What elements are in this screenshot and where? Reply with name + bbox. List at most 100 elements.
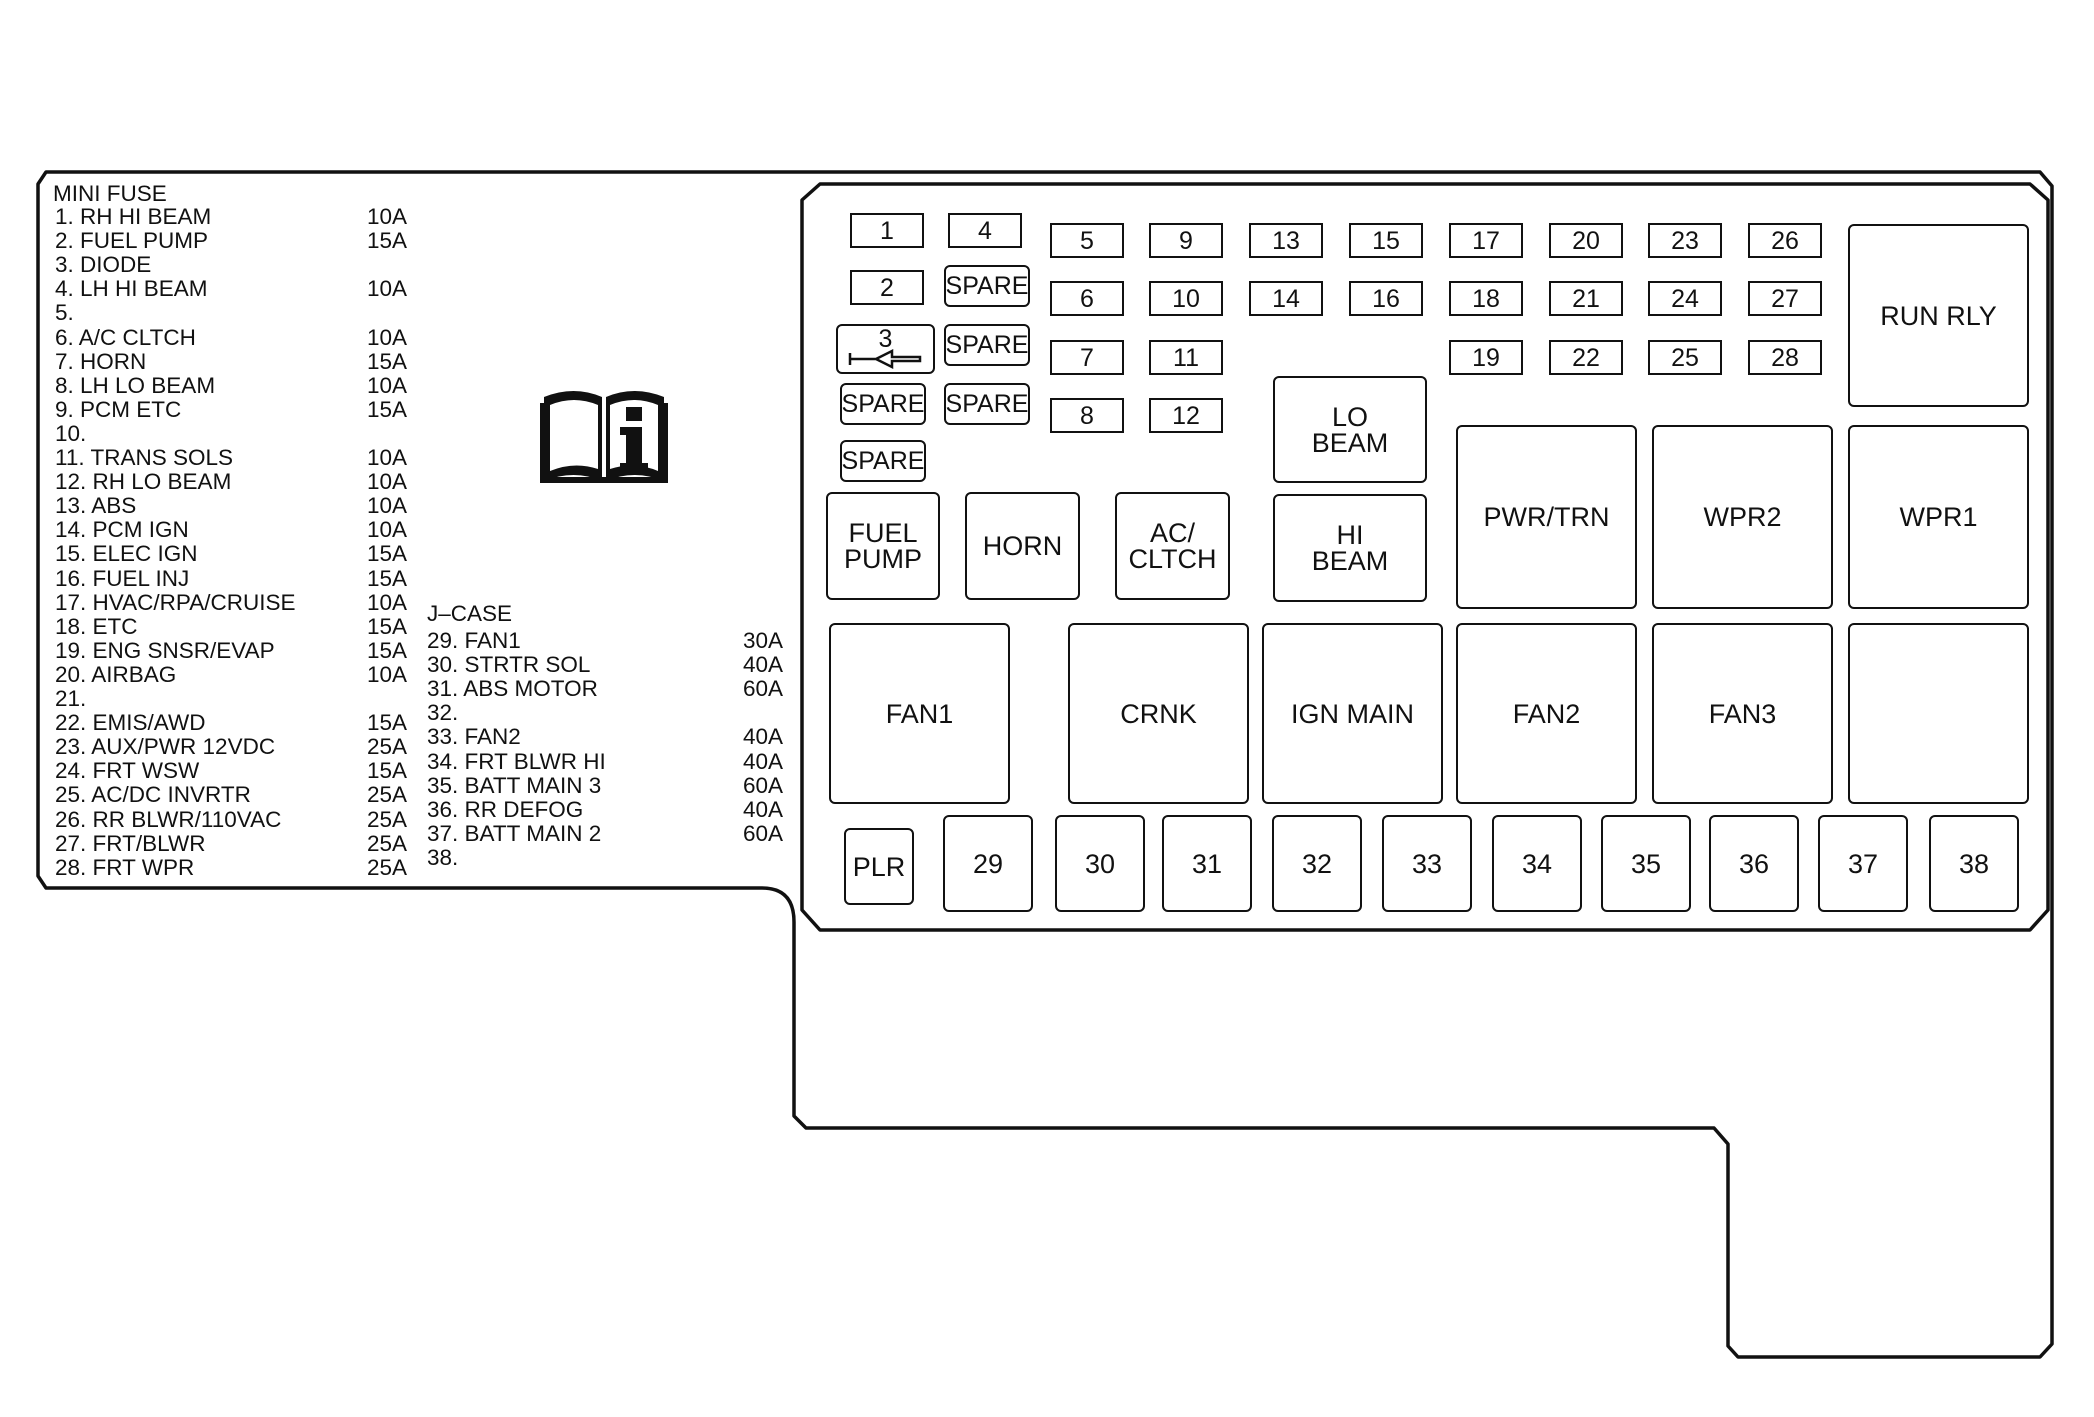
mini-fuse-legend-item-amperage: 15A	[367, 541, 408, 567]
diode-arrow-icon	[848, 349, 921, 369]
jcase-legend-item-label: 31. ABS MOTOR	[427, 676, 598, 702]
mini-fuse-13-label: 13	[1272, 226, 1300, 255]
relay-horn-label: HORN	[982, 531, 1063, 561]
mini-fuse-legend-item-label: 22. EMIS/AWD	[55, 710, 206, 736]
mini-fuse-legend-item-label: 15. ELEC IGN	[55, 541, 198, 567]
jcase-legend-item-label: 30. STRTR SOL	[427, 652, 591, 678]
mini-fuse-11-label: 11	[1173, 343, 1199, 372]
mini-fuse-12-label: 12	[1172, 401, 1200, 430]
mini-fuse-13: 13	[1249, 223, 1323, 258]
relay-lo-beam-label: LO BEAM	[1311, 401, 1389, 458]
mini-fuse-legend-item-amperage: 25A	[367, 782, 408, 808]
jcase-legend-item-amperage: 40A	[743, 796, 784, 822]
relay-empty-slot	[1848, 623, 2029, 804]
jcase-legend-item-label: 34. FRT BLWR HI	[427, 748, 606, 774]
mini-fuse-legend-item-label: 5.	[55, 300, 74, 326]
mini-fuse-legend-item-label: 9. PCM ETC	[55, 396, 182, 422]
relay-fan1-label: FAN1	[885, 698, 954, 729]
mini-fuse-26-label: 26	[1771, 226, 1799, 255]
mini-fuse-legend-item-label: 18. ETC	[55, 613, 138, 639]
mini-fuse-1: 1	[850, 213, 924, 248]
jcase-fuse-29-label: 29	[972, 848, 1004, 879]
jcase-fuse-37: 37	[1818, 815, 1908, 912]
mini-fuse-23-label: 23	[1671, 226, 1699, 255]
mini-fuse-legend-item-label: 25. AC/DC INVRTR	[55, 782, 251, 808]
jcase-legend-item-amperage: 40A	[743, 652, 784, 678]
mini-fuse-17-label: 17	[1472, 226, 1500, 255]
mini-fuse-16-label: 16	[1372, 284, 1400, 313]
relay-wpr1: WPR1	[1848, 425, 2029, 609]
mini-fuse-12: 12	[1149, 398, 1223, 433]
mini-fuse-14-label: 14	[1272, 284, 1300, 313]
mini-fuse-legend-item-amperage: 10A	[367, 469, 408, 495]
mini-fuse-26: 26	[1748, 223, 1822, 258]
fuse-puller: PLR	[844, 828, 914, 905]
relay-ac-cltch: AC/ CLTCH	[1115, 492, 1230, 600]
relay-lo-beam: LO BEAM	[1273, 376, 1427, 483]
spare-fuse-label: SPARE	[945, 331, 1029, 359]
mini-fuse-legend-item-label: 17. HVAC/RPA/CRUISE	[55, 589, 296, 615]
mini-fuse-5: 5	[1050, 223, 1124, 258]
jcase-legend-item-amperage: 30A	[743, 628, 784, 653]
mini-fuse-legend-item-amperage: 25A	[367, 830, 408, 856]
jcase-fuse-36-label: 36	[1738, 848, 1770, 879]
jcase-fuse-32: 32	[1272, 815, 1362, 912]
mini-fuse-legend-item-amperage: 15A	[367, 637, 408, 663]
mini-fuse-legend-item-amperage: 15A	[367, 565, 408, 591]
spare-fuse-label: SPARE	[945, 272, 1029, 300]
mini-fuse-19-label: 19	[1472, 343, 1500, 372]
jcase-fuse-30-label: 30	[1084, 848, 1116, 879]
mini-fuse-legend-item-amperage: 10A	[367, 324, 408, 350]
jcase-legend-item-amperage: 60A	[743, 772, 784, 798]
mini-fuse-legend-item-amperage: 15A	[367, 710, 408, 736]
mini-fuse-20-label: 20	[1572, 226, 1600, 255]
mini-fuse-24-label: 24	[1671, 284, 1699, 313]
mini-fuse-25: 25	[1648, 340, 1722, 375]
mini-fuse-legend-item-label: 7. HORN	[55, 348, 147, 374]
jcase-legend-item-label: 35. BATT MAIN 3	[427, 772, 602, 798]
mini-fuse-15: 15	[1349, 223, 1423, 258]
mini-fuse-9-label: 9	[1179, 226, 1193, 255]
spare-fuse: SPARE	[944, 383, 1030, 425]
jcase-fuse-31-label: 31	[1191, 848, 1223, 879]
relay-pwr-trn-label: PWR/TRN	[1483, 502, 1610, 532]
mini-fuse-20: 20	[1549, 223, 1623, 258]
mini-fuse-25-label: 25	[1671, 343, 1699, 372]
spare-fuse: SPARE	[840, 383, 926, 425]
jcase-legend-item-amperage: 60A	[743, 820, 784, 846]
mini-fuse-4-label: 4	[978, 216, 992, 245]
mini-fuse-legend-item-amperage: 10A	[367, 204, 408, 229]
mini-fuse-legend-item-label: 24. FRT WSW	[55, 758, 200, 784]
mini-fuse-9: 9	[1149, 223, 1223, 258]
jcase-legend-item-label: 33. FAN2	[427, 724, 521, 750]
mini-fuse-21: 21	[1549, 281, 1623, 316]
jcase-fuse-35: 35	[1601, 815, 1691, 912]
relay-fan3-label: FAN3	[1708, 698, 1777, 729]
mini-fuse-legend-item-label: 4. LH HI BEAM	[55, 276, 208, 302]
mini-fuse-4: 4	[948, 213, 1022, 248]
mini-fuse-legend-item-amperage: 10A	[367, 445, 408, 470]
mini-fuse-legend-item-amperage: 15A	[367, 758, 408, 784]
mini-fuse-28: 28	[1748, 340, 1822, 375]
jcase-fuse-34-label: 34	[1521, 848, 1553, 879]
jcase-header: J–CASE	[427, 601, 513, 626]
mini-fuse-legend-item-label: 12. RH LO BEAM	[55, 469, 232, 495]
mini-fuse-14: 14	[1249, 281, 1323, 316]
jcase-fuse-33: 33	[1382, 815, 1472, 912]
mini-fuse-legend-item-label: 28. FRT WPR	[55, 854, 195, 880]
mini-fuse-24: 24	[1648, 281, 1722, 316]
relay-crnk-label: CRNK	[1120, 698, 1197, 729]
relay-pwr-trn: PWR/TRN	[1456, 425, 1637, 609]
mini-fuse-legend-item-amperage: 25A	[367, 806, 408, 832]
mini-fuse-legend-item-amperage: 15A	[367, 613, 408, 639]
diode-3: 3	[836, 324, 935, 374]
mini-fuse-18-label: 18	[1472, 284, 1500, 313]
owner-manual-info-icon	[540, 391, 668, 483]
mini-fuse-5-label: 5	[1080, 226, 1094, 255]
relay-fan1: FAN1	[829, 623, 1010, 804]
jcase-fuse-37-label: 37	[1847, 848, 1879, 879]
mini-fuse-21-label: 21	[1572, 284, 1600, 313]
mini-fuse-legend-item-label: 2. FUEL PUMP	[55, 228, 208, 254]
mini-fuse-legend-item-label: 19. ENG SNSR/EVAP	[55, 637, 275, 663]
mini-fuse-27-label: 27	[1771, 284, 1799, 313]
